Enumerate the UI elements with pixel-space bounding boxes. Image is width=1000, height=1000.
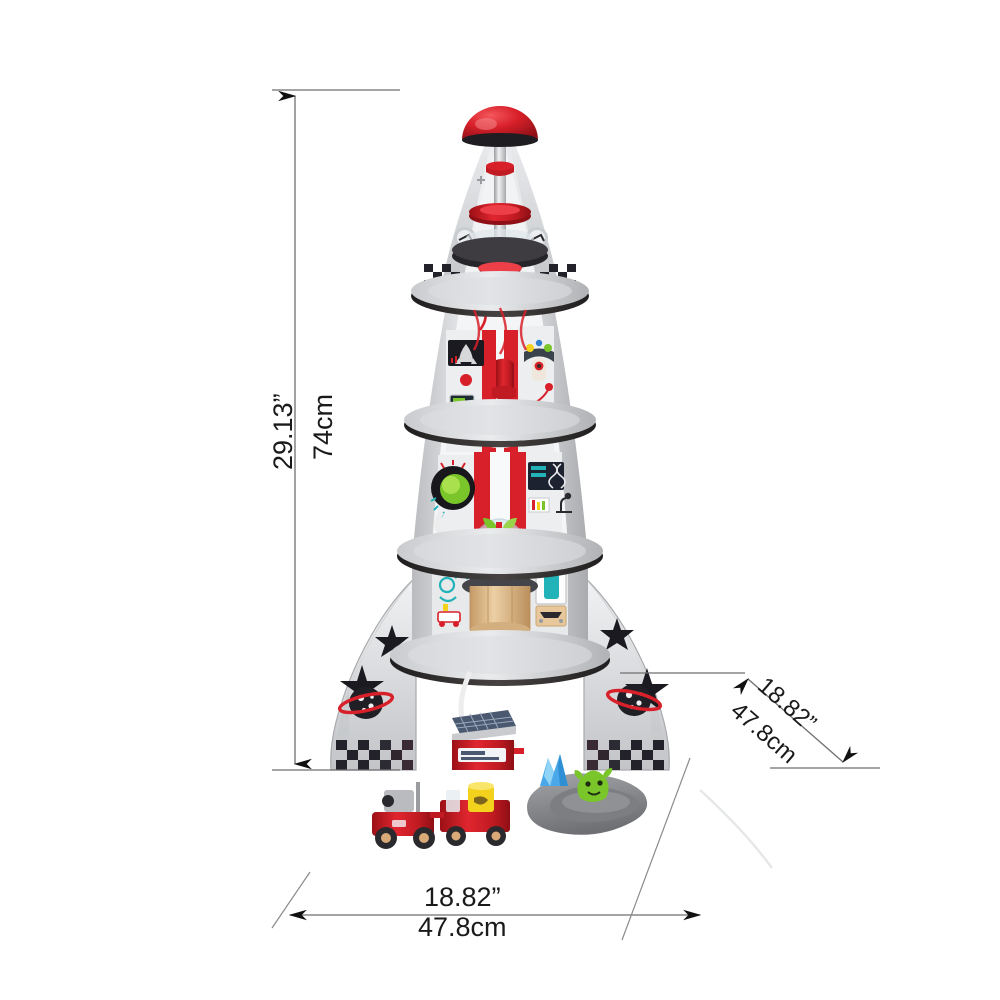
checkered-flag-decal (336, 740, 413, 770)
saturn-planet-decal (605, 684, 663, 716)
panel-graphic-porthole (430, 460, 475, 518)
red-dome-nose-cone (462, 106, 538, 147)
tier-engine-room (390, 552, 610, 686)
star-decal (375, 625, 409, 657)
chair-seat (492, 358, 516, 400)
panel-graphic-dna (528, 462, 566, 490)
panel-graphic-astronaut (524, 339, 554, 381)
tier-cockpit (411, 106, 589, 355)
star-decal (340, 665, 384, 707)
alien-figure (574, 768, 613, 802)
star-decal (625, 668, 669, 710)
width-inches-text: 18.82” (424, 882, 501, 912)
accessory-solar-panel-station (452, 710, 524, 770)
height-inches-text: 29.13” (268, 393, 298, 470)
width-label-inches: 18.82” (424, 882, 501, 913)
fin-left (330, 574, 420, 771)
height-label-cm: 74cm (308, 394, 339, 460)
accessory-moon-crater-base (527, 754, 648, 835)
tier-control-room (404, 307, 596, 452)
saturn-planet-decal (337, 687, 395, 719)
tier-laboratory (397, 452, 603, 580)
height-cm-text: 74cm (308, 393, 338, 460)
width-label-cm: 47.8cm (418, 912, 507, 943)
accessory-trailer-cart (430, 782, 510, 846)
star-decal (600, 618, 634, 650)
width-cm-text: 47.8cm (418, 912, 507, 942)
panel-graphic-rocket-schematic (448, 340, 484, 366)
crystal-figure (540, 754, 568, 786)
panel-graphic-storage (535, 569, 567, 627)
accessory-rover-vehicle (372, 782, 435, 849)
panel-graphic-lab-tools (528, 492, 572, 513)
height-label-inches: 29.13” (268, 393, 299, 470)
